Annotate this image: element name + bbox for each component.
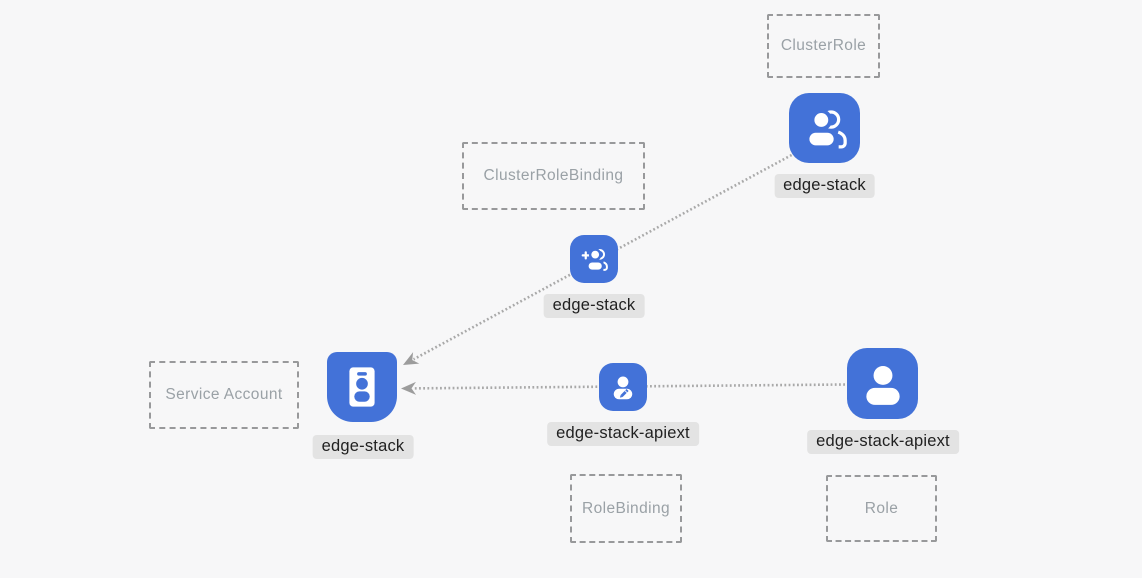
kind-box-role-label: Role [864,499,899,517]
clusterrole-node-label: edge-stack [774,174,875,198]
arrowhead-horizontal-icon [401,381,417,395]
clusterrolebinding-node [570,235,618,283]
rolebinding-node [599,363,647,411]
user-plus-icon [581,248,608,273]
clusterrolebinding-node-label: edge-stack [543,294,645,318]
kind-box-serviceaccount-label: Service Account [165,386,283,403]
kind-box-rolebinding: RoleBinding [570,474,682,543]
role-node-label: edge-stack-apiext [807,430,959,454]
kind-box-clusterrolebinding: ClusterRoleBinding [462,142,645,210]
kind-box-clusterrole: ClusterRole [767,14,880,78]
arrowhead-diagonal-icon [403,352,420,365]
rolebinding-node-label: edge-stack-apiext [547,422,699,446]
kind-box-serviceaccount: Service Account [149,361,299,429]
role-node [847,348,918,419]
serviceaccount-node-label: edge-stack [312,435,414,459]
role-to-serviceaccount-connector [412,383,846,390]
serviceaccount-node [327,352,397,422]
kind-box-clusterrolebinding-label: ClusterRoleBinding [483,167,624,184]
id-badge-icon [349,367,375,407]
user-edit-icon [613,376,633,400]
pencil-glyph [619,389,629,398]
kind-box-rolebinding-label: RoleBinding [582,499,670,517]
kind-box-role: Role [826,475,937,542]
clusterrole-node [789,93,860,163]
users-icon [805,109,847,150]
kind-box-clusterrole-label: ClusterRole [780,37,867,54]
user-icon [865,365,900,405]
